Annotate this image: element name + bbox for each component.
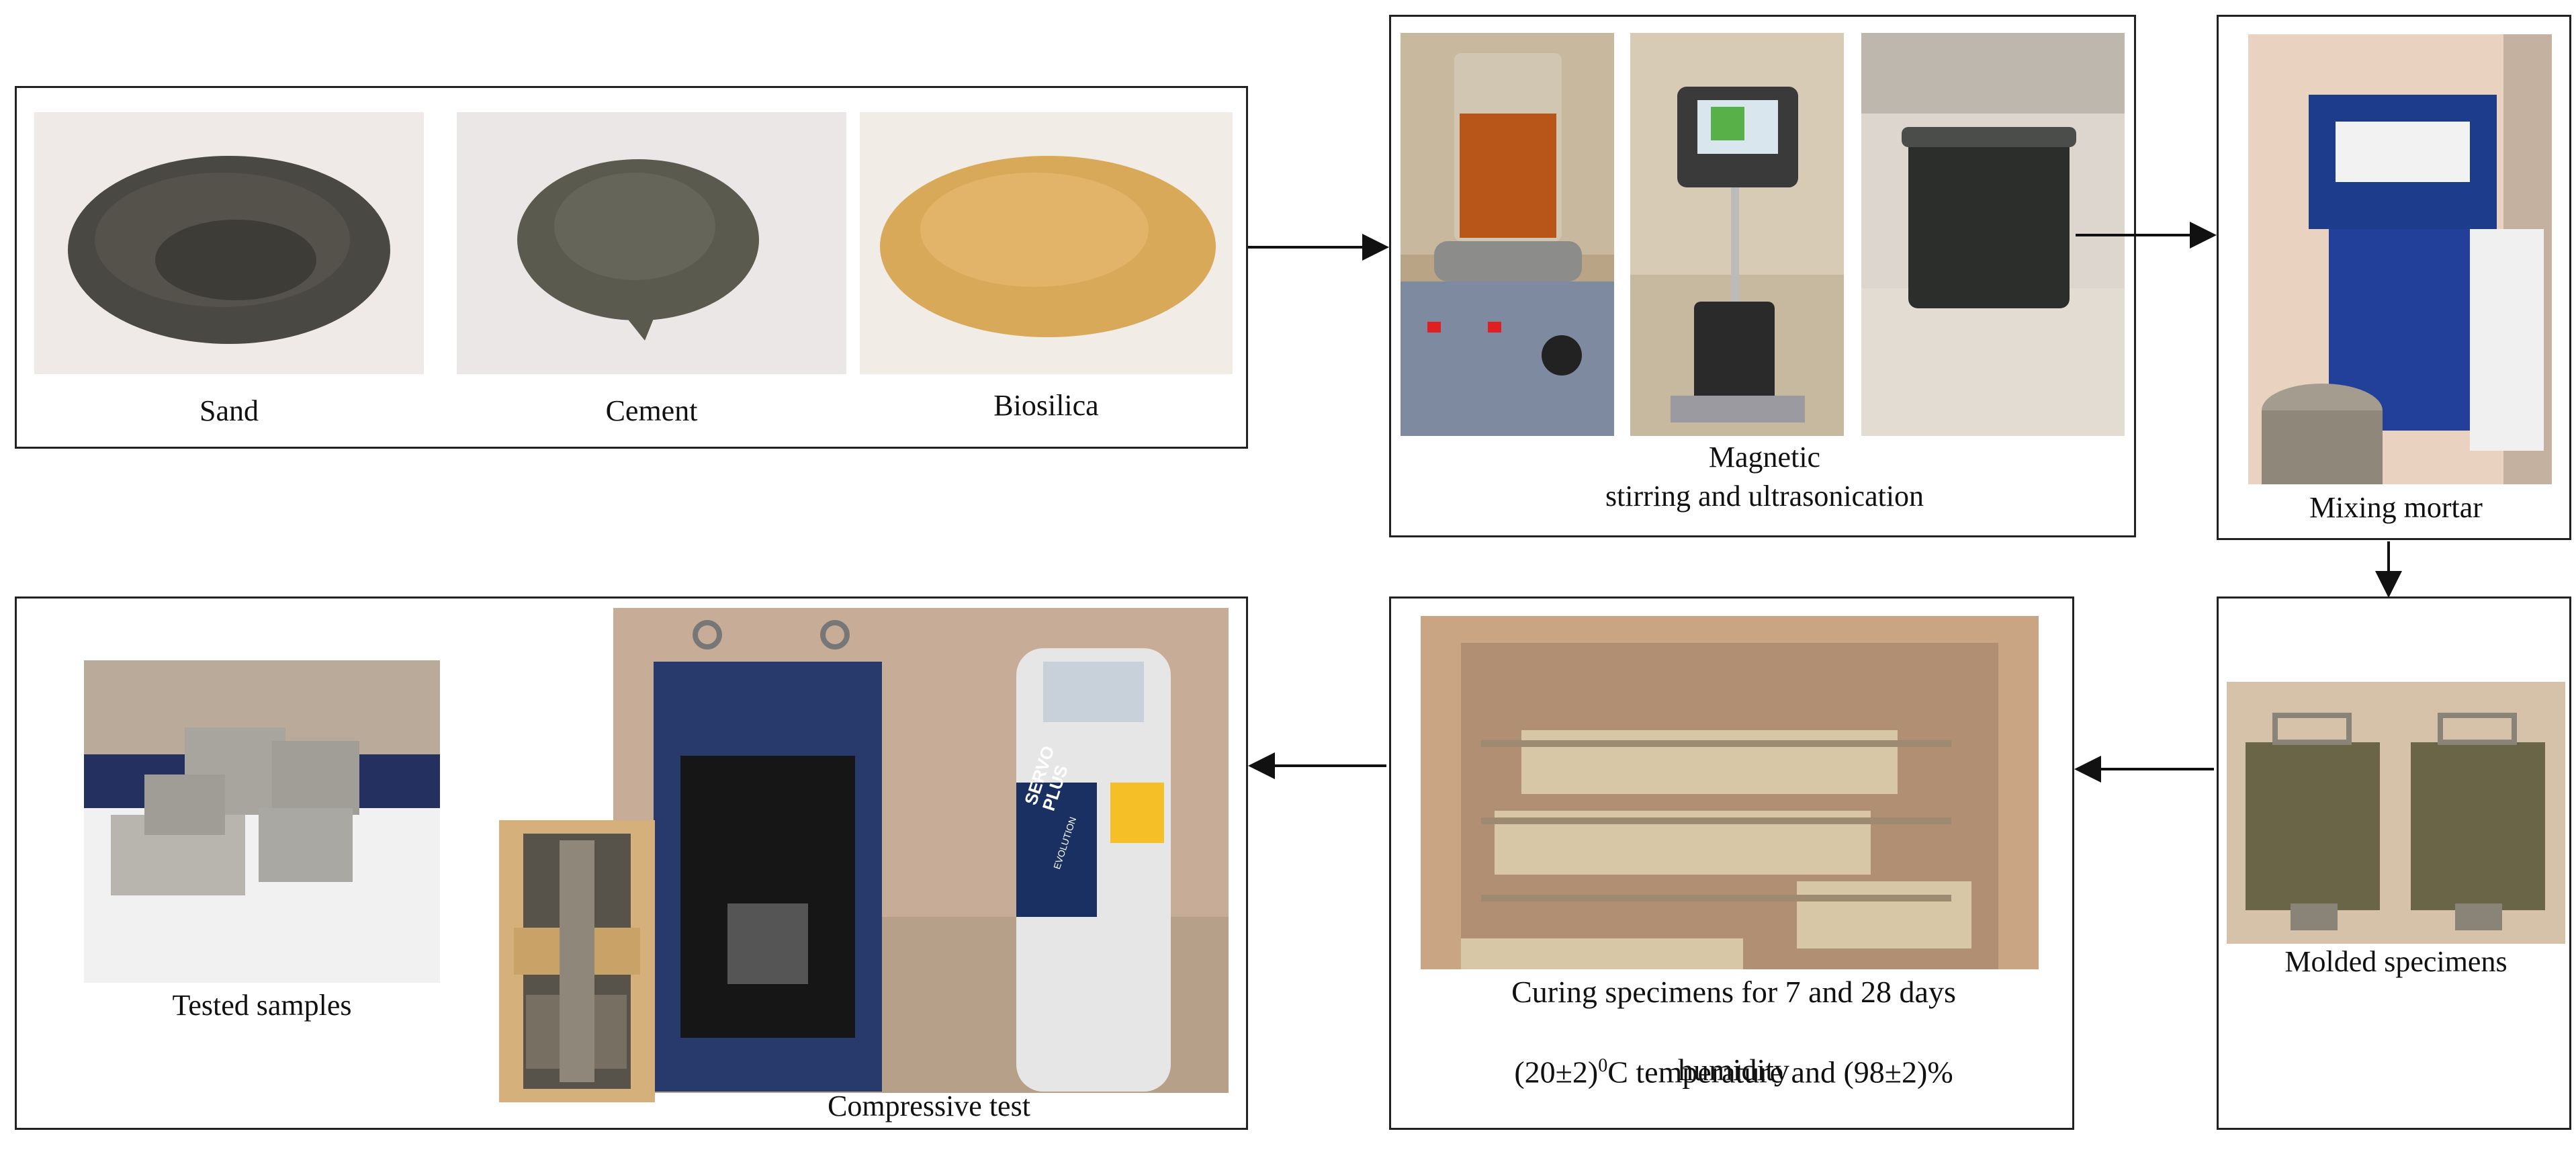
cement-label: Cement [605,394,698,427]
tested-samples-label: Tested samples [172,989,352,1022]
magnetic-stirrer-photo [1401,33,1614,436]
molded-label: Molded specimens [2284,945,2507,978]
curing-temp-a: (20±2) [1514,1055,1599,1090]
materials-box: Sand Cement Biosilica [15,86,1248,449]
curing-box: Curing specimens for 7 and 28 days (20±2… [1389,596,2074,1130]
mixing-box: Mixing mortar [2217,15,2571,540]
sand-photo [34,112,424,374]
cement-photo [457,112,846,374]
stirring-label-line1: Magnetic [1708,441,1821,474]
curing-temp-sup: 0 [1598,1055,1608,1076]
mortar-mixer-photo [2248,34,2552,484]
tested-samples-photo [84,660,440,983]
molded-box: Molded specimens [2217,596,2571,1130]
ultrasonicator-photo [1630,33,1844,436]
sand-label: Sand [199,394,259,427]
stirring-box: Magnetic stirring and ultrasonication [1389,15,2136,537]
molds-photo [2227,682,2565,944]
mixing-label: Mixing mortar [2309,491,2483,524]
stirring-label-line2: stirring and ultrasonication [1605,480,1924,513]
biosilica-photo [860,112,1233,374]
curing-label-line2: (20±2)0C temperature and (98±2)% [1391,1014,2076,1090]
curing-label-line1: Curing specimens for 7 and 28 days [1511,975,1956,1009]
curing-tank-photo [1421,616,2039,969]
compression-closeup-photo [499,820,655,1102]
beaker-photo [1861,33,2125,436]
testing-machine-photo [613,608,1229,1093]
testing-box: SERVO PLUS EVOLUTION Tested samples Comp… [15,596,1248,1130]
compressive-test-label: Compressive test [828,1090,1030,1122]
biosilica-label: Biosilica [993,389,1099,422]
curing-temp-b: C temperature and (98±2)% [1607,1055,1953,1090]
curing-label-line3: humidity [1677,1053,1790,1087]
